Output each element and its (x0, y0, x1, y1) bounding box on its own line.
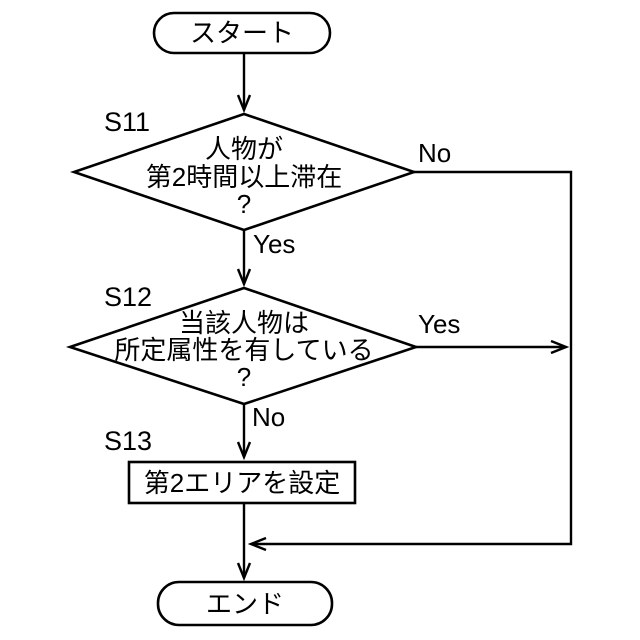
s11-text-line2: 第2時間以上滞在 (146, 162, 342, 192)
end-terminal-shape (156, 580, 334, 627)
s12-yes-branch-label: Yes (418, 309, 460, 339)
s12-step-label: S12 (104, 282, 152, 312)
s12-text-line2: 所定属性を有している (114, 335, 373, 365)
s11-step-label: S11 (104, 107, 150, 137)
s12-text-line3: ? (237, 362, 251, 392)
s13-process-shape (127, 460, 357, 505)
s11-yes-branch-label: Yes (253, 229, 295, 259)
s11-text-line3: ? (237, 189, 251, 219)
s12-text-line1: 当該人物は (179, 308, 309, 338)
edge-s11-no-bypass (251, 170, 573, 544)
s13-label: 第2エリアを設定 (144, 468, 340, 498)
end-label: エンド (206, 589, 284, 619)
s12-no-branch-label: No (252, 402, 285, 432)
start-label: スタート (190, 18, 294, 48)
s11-no-branch-label: No (418, 138, 451, 168)
s13-step-label: S13 (104, 426, 152, 456)
s11-text-line1: 人物が (205, 134, 283, 164)
start-terminal-shape (152, 11, 332, 55)
s11-decision-shape (69, 112, 419, 232)
s12-decision-shape (65, 286, 421, 406)
